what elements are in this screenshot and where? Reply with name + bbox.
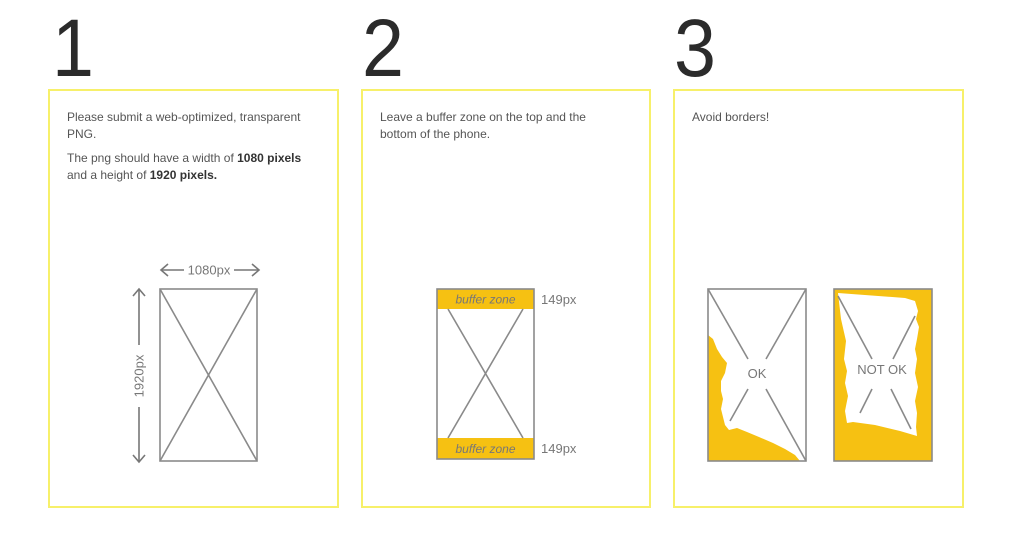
top-buffer-size: 149px (541, 292, 577, 307)
buffer-zone-diagram: buffer zone buffer zone 149px 149px (436, 288, 577, 460)
step-number-3: 3 (674, 3, 716, 94)
not-ok-label: NOT OK (857, 362, 907, 377)
height-emphasis: 1920 pixels. (149, 168, 218, 182)
dimension-text-middle: and a height of (67, 168, 150, 182)
width-emphasis: 1080 pixels (237, 151, 302, 165)
step-panel-2: Leave a buffer zone on the top and the b… (361, 89, 651, 508)
step-2-text-buffer: Leave a buffer zone on the top and the b… (380, 110, 586, 141)
border-examples-diagram: OK NOT OK (707, 288, 933, 462)
top-buffer-label: buffer zone (455, 293, 515, 307)
not-ok-white-shape (838, 293, 919, 436)
ok-yellow-shape (708, 335, 800, 461)
top-buffer-zone (437, 289, 534, 309)
height-label: 1920px (132, 354, 147, 397)
step-2-instructions: Leave a buffer zone on the top and the b… (380, 109, 620, 150)
step-3-text-borders: Avoid borders! (692, 110, 770, 124)
step-number-2: 2 (362, 3, 404, 94)
not-ok-example: NOT OK (833, 288, 933, 462)
ok-example: OK (707, 288, 807, 462)
step-3-instructions: Avoid borders! (692, 109, 932, 133)
bottom-buffer-size: 149px (541, 441, 577, 456)
bottom-buffer-label: buffer zone (455, 442, 515, 456)
dimension-diagram: 1080px 1920px (132, 263, 261, 464)
height-arrow-icon (132, 287, 146, 464)
bottom-buffer-zone (437, 438, 534, 459)
step-panel-1: Please submit a web-optimized, transpare… (48, 89, 339, 508)
phone-frame-icon (436, 288, 535, 460)
width-label: 1080px (188, 263, 231, 278)
ok-label: OK (748, 366, 767, 381)
step-1-instructions: Please submit a web-optimized, transpare… (67, 109, 307, 191)
width-arrow-icon (159, 263, 261, 277)
phone-frame-icon (159, 288, 258, 462)
dimension-text-prefix: The png should have a width of (67, 151, 238, 165)
step-1-text-png: Please submit a web-optimized, transpare… (67, 110, 301, 141)
step-1-text-dimensions: The png should have a width of 1080 pixe… (67, 150, 307, 184)
step-number-1: 1 (52, 3, 94, 94)
step-panel-3: Avoid borders! OK (673, 89, 964, 508)
